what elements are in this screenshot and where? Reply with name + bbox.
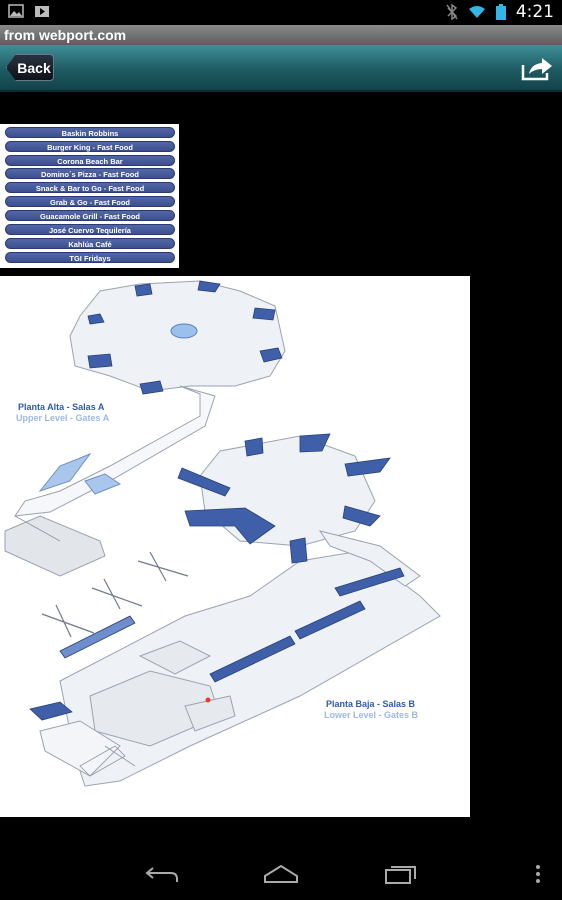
restaurant-button[interactable]: Baskin Robbins [5, 127, 175, 138]
battery-icon [495, 4, 506, 20]
system-nav-bar [0, 840, 562, 900]
back-button[interactable]: Back [6, 54, 54, 81]
terminal-map[interactable]: Planta Alta - Salas A Upper Level - Gate… [0, 276, 470, 817]
clock: 4:21 [515, 2, 554, 22]
upper-level-label-en: Upper Level - Gates A [16, 413, 110, 423]
restaurant-button[interactable]: Burger King - Fast Food [5, 141, 175, 152]
restaurant-button[interactable]: Corona Beach Bar [5, 155, 175, 166]
wifi-icon [468, 6, 485, 18]
home-nav-icon[interactable] [263, 864, 299, 884]
status-bar: 4:21 [0, 0, 562, 25]
restaurant-button[interactable]: Guacamole Grill - Fast Food [5, 210, 175, 221]
restaurant-button[interactable]: Grab & Go - Fast Food [5, 196, 175, 207]
restaurant-list: Baskin Robbins Burger King - Fast Food C… [0, 124, 179, 268]
restaurant-button[interactable]: TGI Fridays [5, 252, 175, 263]
recent-apps-icon[interactable] [384, 864, 418, 884]
upper-level-label-es: Planta Alta - Salas A [18, 402, 105, 412]
overflow-menu-icon[interactable] [535, 864, 541, 884]
source-title-bar: from webport.com [0, 25, 562, 45]
lower-level-label-en: Lower Level - Gates B [324, 710, 419, 720]
restaurant-button[interactable]: Snack & Bar to Go - Fast Food [5, 182, 175, 193]
restaurant-button[interactable]: Domino´s Pizza - Fast Food [5, 168, 175, 179]
source-title: from webport.com [4, 27, 127, 43]
restaurant-button[interactable]: Kahlúa Café [5, 238, 175, 249]
lower-level-label-es: Planta Baja - Salas B [326, 699, 416, 709]
restaurant-button[interactable]: José Cuervo Tequilería [5, 224, 175, 235]
media-notification-icon [35, 6, 49, 17]
terminal-map-drawing [4, 280, 441, 787]
gallery-notification-icon [8, 4, 24, 18]
nav-bar: Back [0, 45, 562, 92]
bluetooth-off-icon [446, 4, 458, 20]
back-nav-icon[interactable] [145, 864, 179, 884]
share-icon[interactable] [520, 55, 554, 81]
